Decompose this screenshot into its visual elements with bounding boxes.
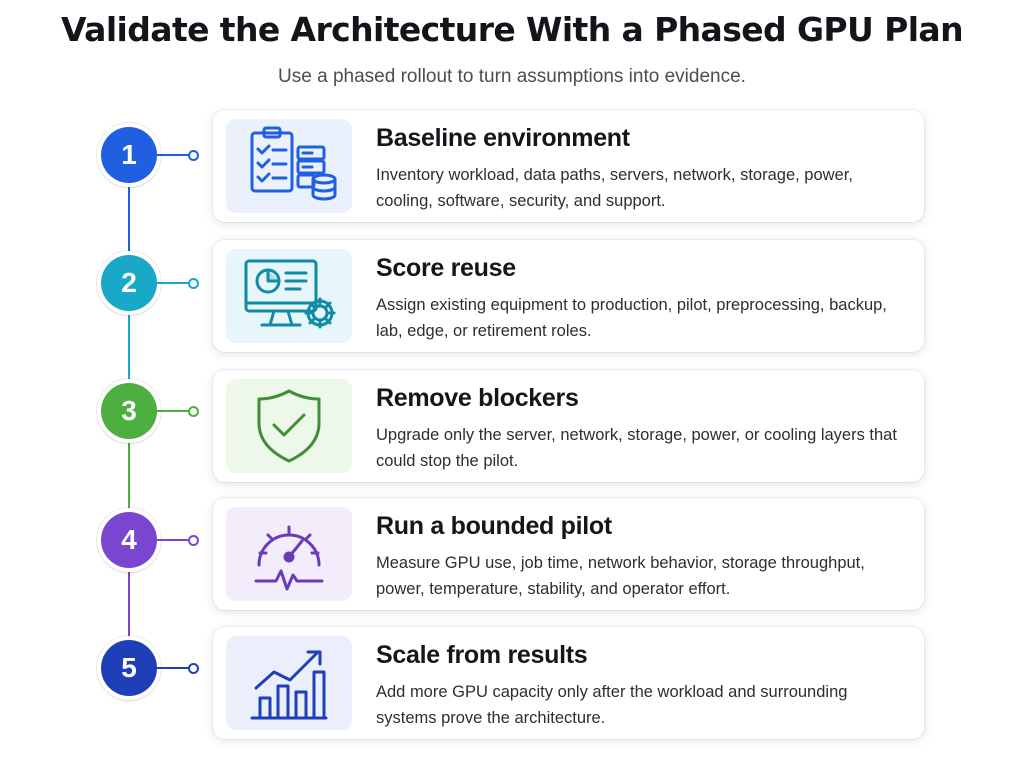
step-card-run-a-bounded-pilot: Run a bounded pilot Measure GPU use, job… <box>213 498 924 610</box>
connector-dot <box>188 663 199 674</box>
step-card-score-reuse: Score reuse Assign existing equipment to… <box>213 240 924 352</box>
step-number-badge: 5 <box>101 640 157 696</box>
timeline-segment-4 <box>128 568 130 640</box>
step-card-remove-blockers: Remove blockers Upgrade only the server,… <box>213 370 924 482</box>
step-number-badge: 2 <box>101 255 157 311</box>
step-description: Measure GPU use, job time, network behav… <box>376 554 865 598</box>
step-connector <box>157 539 191 541</box>
icon-box <box>226 379 352 473</box>
connector-dot <box>188 278 199 289</box>
icon-box <box>226 636 352 730</box>
connector-dot <box>188 535 199 546</box>
timeline-segment-2 <box>128 310 130 382</box>
step-connector <box>157 282 191 284</box>
step-description: Assign existing equipment to production,… <box>376 296 887 340</box>
checklist-server-icon <box>250 126 337 201</box>
step-description: Add more GPU capacity only after the wor… <box>376 683 848 727</box>
timeline-segment-1 <box>128 182 130 254</box>
timeline-segment-3 <box>128 438 130 512</box>
step-title: Score reuse <box>376 254 516 282</box>
step-card-baseline-environment: Baseline environment Inventory workload,… <box>213 110 924 222</box>
step-connector <box>157 410 191 412</box>
connector-dot <box>188 150 199 161</box>
step-title: Baseline environment <box>376 124 630 152</box>
connector-dot <box>188 406 199 417</box>
step-connector <box>157 667 191 669</box>
gauge-pulse-icon <box>254 525 324 591</box>
monitor-gear-icon <box>244 259 336 329</box>
step-number-badge: 4 <box>101 512 157 568</box>
icon-box <box>226 249 352 343</box>
step-card-scale-from-results: Scale from results Add more GPU capacity… <box>213 627 924 739</box>
icon-box <box>226 119 352 213</box>
page-subtitle: Use a phased rollout to turn assumptions… <box>278 66 746 87</box>
step-connector <box>157 154 191 156</box>
step-description: Inventory workload, data paths, servers,… <box>376 166 853 210</box>
icon-box <box>226 507 352 601</box>
step-description: Upgrade only the server, network, storag… <box>376 426 897 470</box>
page-title: Validate the Architecture With a Phased … <box>61 10 964 49</box>
step-title: Scale from results <box>376 641 588 669</box>
step-number-badge: 1 <box>101 127 157 183</box>
shield-check-icon <box>257 389 321 463</box>
step-number-badge: 3 <box>101 383 157 439</box>
step-title: Remove blockers <box>376 384 579 412</box>
growth-chart-icon <box>250 650 328 720</box>
step-title: Run a bounded pilot <box>376 512 612 540</box>
